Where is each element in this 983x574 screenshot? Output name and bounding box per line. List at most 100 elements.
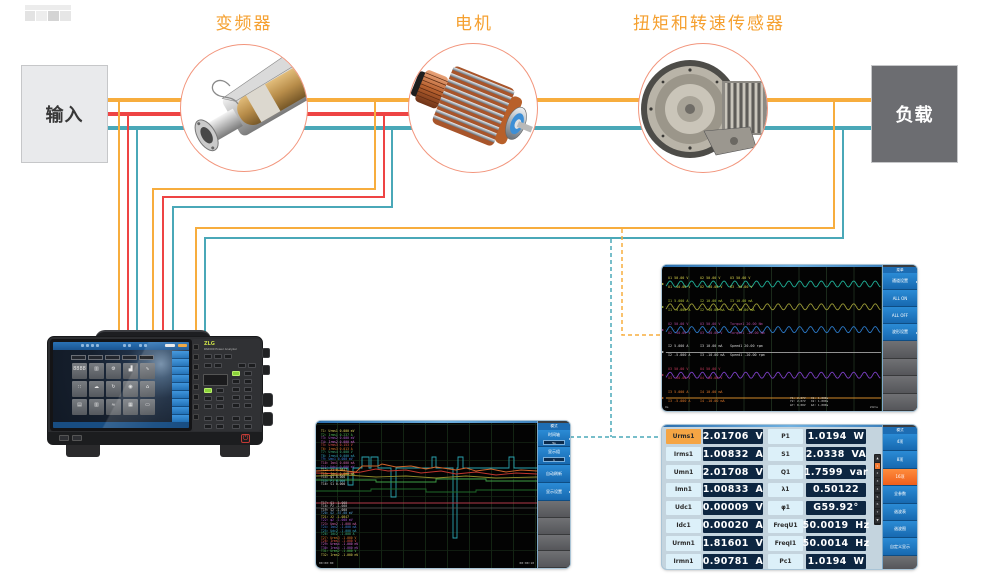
channel-marker-icon[interactable]: ▸ [662, 349, 665, 355]
empty-soft-button[interactable] [883, 393, 917, 411]
terminal-knob[interactable] [262, 393, 273, 407]
parameter-label[interactable]: Udc1 [666, 500, 701, 516]
device-tab[interactable] [71, 355, 86, 360]
auto-refresh-button[interactable]: 自动刷新 [538, 465, 570, 483]
bar-chart-icon[interactable]: ▟ [123, 363, 138, 379]
display-mode-button[interactable]: 16项 [883, 468, 917, 487]
panel-key[interactable] [232, 387, 240, 392]
panel-key[interactable] [232, 395, 240, 400]
soft-key[interactable] [193, 354, 199, 360]
line-chart-icon[interactable]: ∿ [140, 363, 155, 379]
voltage-range-key[interactable] [214, 354, 222, 359]
page-button[interactable]: ▼ [875, 516, 880, 524]
display-mode-button[interactable]: 8项 [883, 451, 917, 469]
empty-soft-button[interactable] [883, 555, 917, 569]
parameter-label[interactable]: φ1 [768, 500, 803, 516]
parameter-label[interactable]: Q1 [768, 464, 803, 480]
parameter-label[interactable]: λ1 [768, 482, 803, 498]
dots-icon[interactable]: ∷ [72, 381, 87, 397]
parameter-label[interactable]: Imn1 [666, 482, 701, 498]
panel-key[interactable] [232, 403, 240, 408]
device-menu-item[interactable] [172, 351, 189, 359]
page-button[interactable]: 3 [875, 478, 880, 485]
device-menu-item[interactable] [172, 383, 189, 391]
panel-key[interactable] [204, 404, 212, 409]
current-range-key[interactable] [214, 363, 222, 368]
refresh-icon[interactable]: ↻ [106, 381, 121, 397]
panel-key[interactable] [216, 388, 224, 393]
panel-key[interactable] [244, 424, 252, 429]
parameter-label[interactable]: Irms1 [666, 446, 701, 462]
parameter-label[interactable]: Umn1 [666, 464, 701, 480]
panel-key[interactable] [204, 424, 212, 429]
device-menu-item[interactable] [172, 367, 189, 375]
parameter-label[interactable]: Urms1 [666, 429, 701, 444]
terminal-knob[interactable] [262, 412, 273, 426]
panel-key[interactable] [244, 387, 252, 392]
page-button[interactable]: 2 [875, 470, 880, 477]
power-icon[interactable]: ⏻ [241, 434, 250, 443]
panel-key[interactable] [248, 363, 256, 368]
panel-key[interactable] [216, 396, 224, 401]
parameter-label[interactable]: P1 [768, 429, 803, 444]
empty-soft-button[interactable] [538, 518, 570, 535]
storage-icon[interactable]: ▭ [140, 399, 155, 415]
parameter-label[interactable]: Idc1 [666, 518, 701, 533]
panel-key[interactable] [244, 416, 252, 421]
spectrum-icon[interactable]: ▥ [89, 399, 104, 415]
panel-key[interactable] [232, 379, 240, 384]
panel-key[interactable] [232, 416, 240, 421]
device-tab[interactable] [139, 355, 154, 360]
panel-key[interactable] [244, 403, 252, 408]
device-menu-item[interactable] [172, 359, 189, 367]
display-mode-button[interactable]: 谐波图 [883, 521, 917, 539]
soft-key[interactable] [193, 384, 199, 390]
numeric-icon[interactable]: 8888 [72, 363, 87, 379]
page-button[interactable]: 7 [875, 508, 880, 516]
device-tab[interactable] [105, 355, 120, 360]
channel-settings-button[interactable]: 通道设置▸ [883, 273, 917, 290]
channel-marker-icon[interactable]: ▸ [662, 395, 665, 400]
eye-icon[interactable]: ◉ [123, 381, 138, 397]
device-menu-item[interactable] [172, 375, 189, 383]
panel-key[interactable] [216, 424, 224, 429]
display-mode-button[interactable]: 谐波表 [883, 503, 917, 521]
enter-key[interactable] [204, 388, 212, 393]
panel-key[interactable] [204, 416, 212, 421]
parameter-label[interactable]: Pc1 [768, 554, 803, 569]
waveform-settings-button[interactable]: 波形设置▸ [883, 324, 917, 341]
all-off-button[interactable]: ALL OFF [883, 307, 917, 324]
panel-key[interactable] [204, 396, 212, 401]
soft-key[interactable] [193, 364, 199, 370]
motor-icon[interactable]: ⌂ [140, 381, 155, 397]
numeric-key[interactable] [232, 371, 240, 376]
cloud-icon[interactable]: ☁ [89, 381, 104, 397]
page-button[interactable]: ▲ [875, 455, 880, 462]
empty-soft-button[interactable] [883, 341, 917, 359]
bottom-key[interactable] [59, 435, 69, 441]
table-icon[interactable]: ▦ [123, 399, 138, 415]
display-settings-button[interactable]: 显示设置▸ [538, 483, 570, 501]
bottom-key[interactable] [72, 435, 82, 441]
soft-key[interactable] [193, 394, 199, 400]
parameter-label[interactable]: Urmn1 [666, 536, 701, 551]
page-button[interactable]: 5 [875, 493, 880, 501]
device-tab[interactable] [122, 355, 137, 360]
page-button[interactable]: 6 [875, 501, 880, 508]
navigation-pad[interactable] [203, 374, 228, 386]
voltage-range-key[interactable] [204, 354, 212, 359]
panel-key[interactable] [244, 371, 252, 376]
panel-key[interactable] [216, 404, 224, 409]
parameter-label[interactable]: S1 [768, 446, 803, 462]
bars-icon[interactable]: ▥ [89, 363, 104, 379]
page-button[interactable]: 4 [875, 485, 880, 493]
empty-soft-button[interactable] [538, 535, 570, 551]
panel-key[interactable] [244, 395, 252, 400]
all-on-button[interactable]: ALL ON [883, 290, 917, 307]
channel-marker-icon[interactable]: ▸ [662, 303, 665, 309]
device-menu-item[interactable] [172, 391, 189, 399]
soft-key[interactable] [193, 404, 199, 410]
